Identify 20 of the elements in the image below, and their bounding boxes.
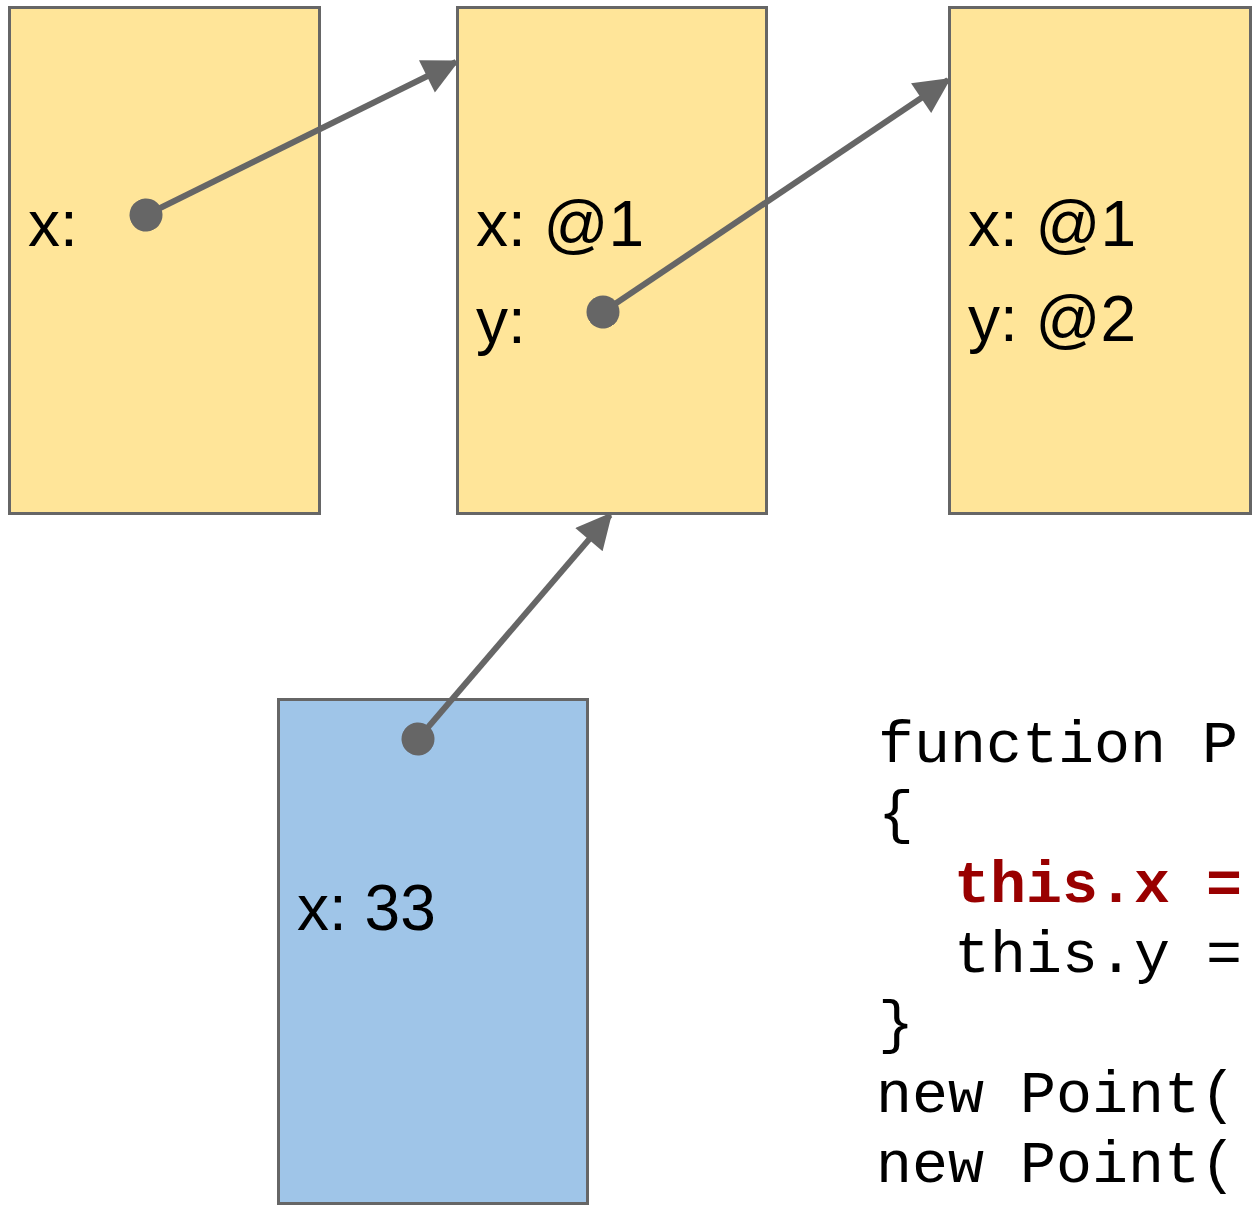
object-box: [277, 698, 589, 1205]
object-box: [8, 6, 321, 515]
code-line: this.y =: [954, 926, 1243, 986]
code-line: this.x =: [954, 856, 1243, 916]
field-label: x: 33: [297, 871, 436, 946]
field-label: y:: [476, 284, 526, 359]
pointer-arrow: [586, 77, 951, 329]
code-line: new Point(: [876, 1136, 1237, 1196]
pointer-arrow: [401, 512, 613, 756]
code-line: new Point(: [876, 1066, 1237, 1126]
object-box: [456, 6, 768, 515]
code-line: {: [878, 786, 914, 846]
object-box: [948, 6, 1252, 515]
field-label: x: @1: [476, 187, 645, 262]
code-line: function P: [878, 716, 1239, 776]
code-line: }: [878, 996, 914, 1056]
field-label: x: @1: [968, 187, 1137, 262]
field-label: x:: [28, 187, 78, 262]
pointer-arrow: [129, 59, 460, 232]
field-label: y: @2: [968, 282, 1137, 357]
